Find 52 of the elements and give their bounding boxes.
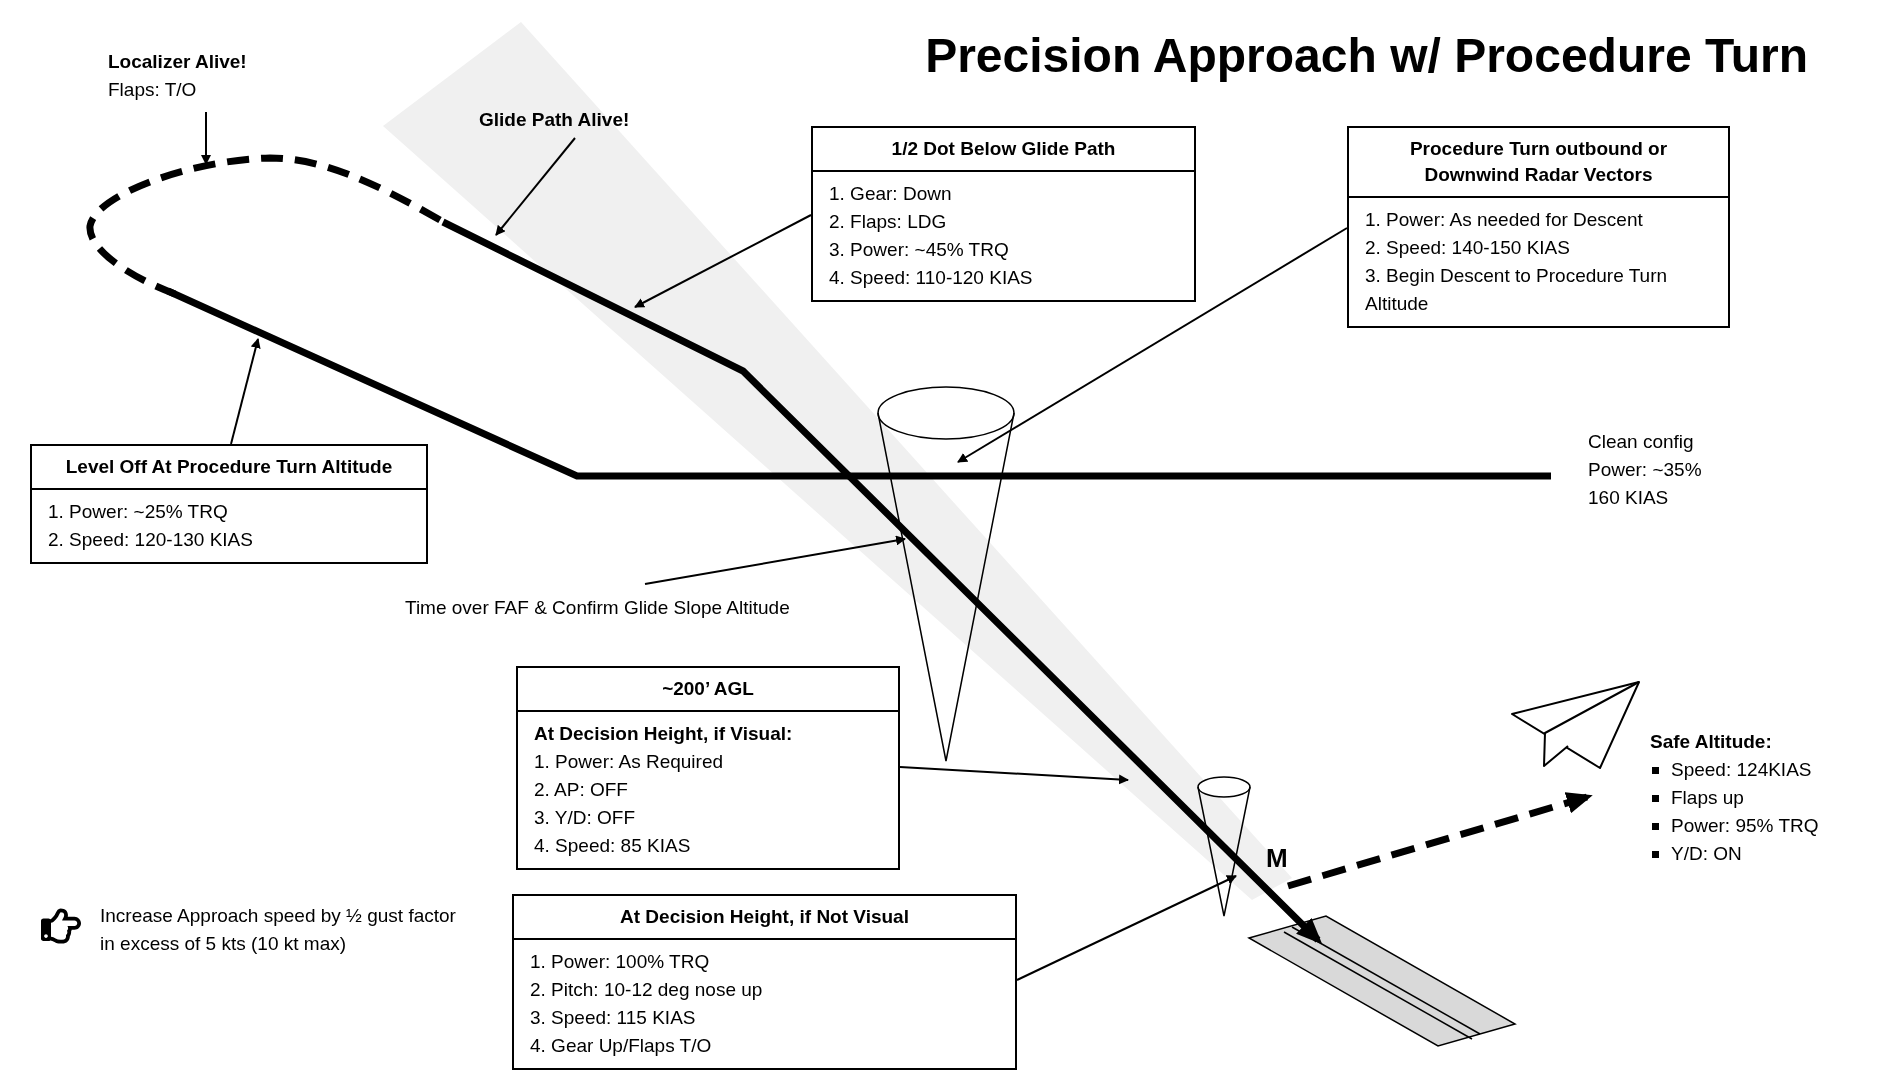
- box-heading: Level Off At Procedure Turn Altitude: [65, 456, 393, 477]
- list-item: 4. Gear Up/Flaps T/O: [530, 1034, 713, 1058]
- list-item: 2. Speed: 120-130 KIAS: [48, 528, 254, 552]
- list-item: 3. Power: ~45% TRQ: [829, 238, 1010, 262]
- callout-text: Localizer Alive! Flaps: T/O: [108, 48, 308, 104]
- box-heading: 1/2 Dot Below Glide Path: [891, 138, 1116, 159]
- box-subheading: At Decision Height, if Visual:: [534, 722, 794, 746]
- callout-text: Time over FAF & Confirm Glide Slope Altitude: [405, 594, 855, 622]
- note-text: Clean config: [1588, 430, 1694, 454]
- note-text: Y/D: ON: [1671, 842, 1742, 866]
- leader-arrow: [634, 214, 812, 308]
- box-heading: ~200’ AGL: [662, 678, 754, 699]
- note-text: Increase Approach speed by ½ gust factor in excess of 5 kts (10 kt max): [100, 904, 457, 956]
- box-heading: At Decision Height, if Not Visual: [620, 906, 909, 927]
- list-item: 1. Power: 100% TRQ: [530, 950, 711, 974]
- leader-arrow: [201, 111, 211, 165]
- list-item: 1. Power: As needed for Descent: [1365, 208, 1644, 232]
- list-item: 4. Speed: 110-120 KIAS: [829, 266, 1034, 290]
- box-heading: Procedure Turn outbound or Downwind Radar Vectors: [1409, 138, 1668, 185]
- cone-drawing: [877, 386, 1015, 762]
- list-item: 1. Power: ~25% TRQ: [48, 500, 229, 524]
- callout-text: Glide Path Alive!: [479, 106, 679, 134]
- note-text: 160 KIAS: [1588, 486, 1669, 510]
- note-text: Safe Altitude:: [1650, 730, 1772, 754]
- list-item: 2. Speed: 140-150 KIAS: [1365, 236, 1571, 260]
- title: Precision Approach w/ Procedure Turn: [925, 28, 1808, 84]
- step-box: [811, 126, 1196, 302]
- list-item: 4. Speed: 85 KIAS: [534, 834, 692, 858]
- note-text: Speed: 124KIAS: [1671, 758, 1812, 782]
- leader-arrow: [899, 766, 1129, 785]
- note-text: Power: 95% TRQ: [1671, 814, 1819, 838]
- list-item: 3. Y/D: OFF: [534, 806, 636, 830]
- list-item: 1. Gear: Down: [829, 182, 953, 206]
- list-item: 2. Flaps: LDG: [829, 210, 948, 234]
- step-box: [30, 444, 428, 564]
- leader-arrow: [495, 137, 576, 236]
- leader-arrow: [957, 227, 1348, 463]
- leader-arrow: [230, 338, 261, 445]
- step-box: [512, 894, 1017, 1070]
- leader-arrow: [644, 535, 906, 585]
- step-box: [516, 666, 900, 870]
- step-box: [1347, 126, 1730, 328]
- cone-drawing: [1197, 776, 1251, 917]
- list-item: 2. Pitch: 10-12 deg nose up: [530, 978, 764, 1002]
- leader-arrow: [1016, 875, 1237, 981]
- note-text: Flaps up: [1671, 786, 1744, 810]
- list-item: 2. AP: OFF: [534, 778, 629, 802]
- list-item: 3. Speed: 115 KIAS: [530, 1006, 697, 1030]
- list-item: 1. Power: As Required: [534, 750, 725, 774]
- note-text: Power: ~35%: [1588, 458, 1702, 482]
- note-text: M: [1266, 844, 1288, 872]
- list-item: 3. Begin Descent to Procedure Turn Altitude: [1365, 264, 1669, 316]
